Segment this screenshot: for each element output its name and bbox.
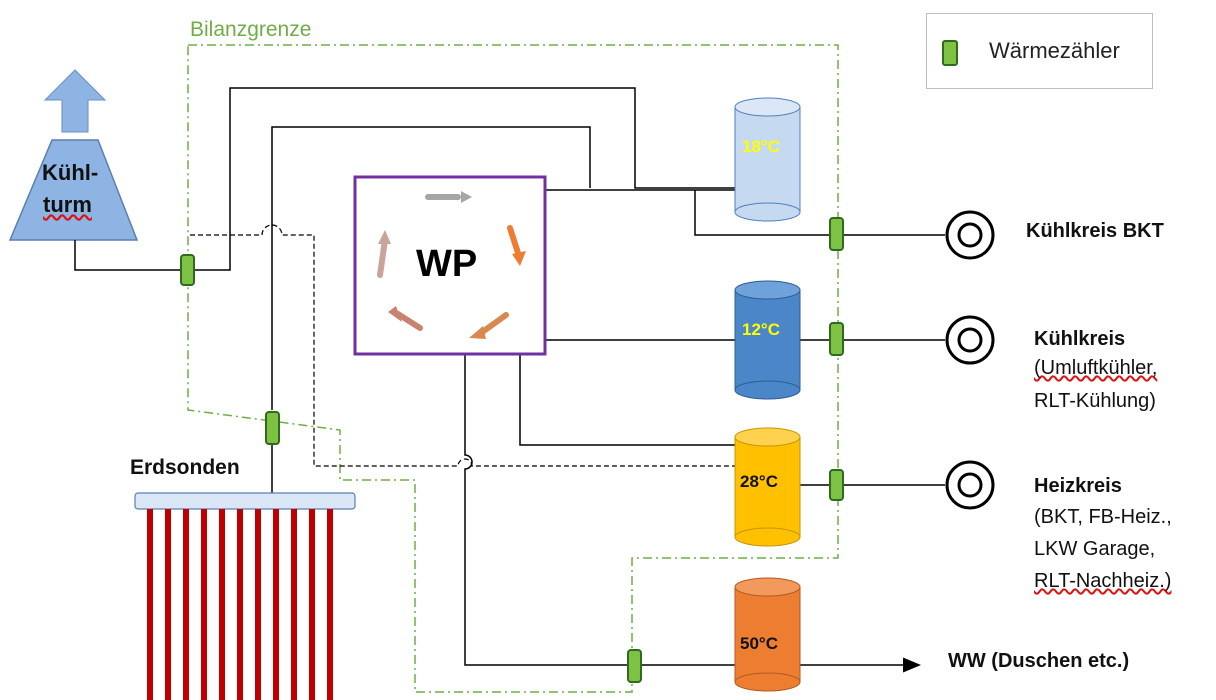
circuit-symbol-icon: [945, 210, 995, 260]
heat-pump-box: [353, 175, 547, 356]
cooling-tower: [8, 69, 139, 241]
cycle-arrows-icon: [377, 191, 526, 339]
tank-temp-12: 12°C: [742, 320, 780, 339]
heat-pump-label: WP: [416, 243, 478, 285]
pipe-18-bkt: [694, 190, 945, 236]
probes-label: Erdsonden: [130, 456, 240, 479]
tank-temp-50: 50°C: [740, 634, 778, 653]
tank-50: [734, 577, 801, 692]
pipe-dashed-bypass: [190, 224, 735, 467]
pipe-outer-loop: [271, 126, 591, 410]
legend-label: Wärmezähler: [989, 38, 1120, 63]
pipe-tower-return: [74, 87, 735, 271]
circuit-symbol-icon: [945, 460, 995, 510]
tank-12: [734, 280, 801, 400]
exhaust-arrow-icon: [43, 69, 107, 133]
heat-meters: [180, 217, 844, 683]
tank-28: [734, 427, 801, 547]
circuit-heating-title: Heizkreis: [1034, 475, 1122, 497]
probe-header: [134, 492, 356, 510]
cooling-tower-label-2: turm: [43, 192, 92, 217]
tank-temp-18: 18°C: [742, 137, 780, 156]
cooling-tower-body: [8, 139, 139, 241]
pipe-wp-ww: [464, 355, 735, 666]
tank-18: [734, 97, 801, 222]
meter-icon: [829, 217, 844, 251]
heat-pump: [353, 175, 547, 356]
probe-rods: [147, 509, 333, 700]
meter-icon: [829, 469, 844, 501]
circuit-heating-line3: RLT-Nachheiz.): [1034, 570, 1172, 592]
circuit-bkt-label: Kühlkreis BKT: [1026, 220, 1164, 242]
meter-icon: [829, 322, 844, 356]
circuit-symbol-icon: [945, 315, 995, 365]
earth-probes: [134, 492, 356, 700]
pipe-wp-28: [519, 355, 735, 446]
circuit-heating-line2: LKW Garage,: [1034, 538, 1156, 560]
circuit-cooling-title: Kühlkreis: [1034, 328, 1126, 350]
meter-icon: [180, 254, 195, 286]
circuit-symbols: [945, 210, 995, 510]
meter-icon: [627, 649, 642, 683]
meter-icon: [942, 40, 958, 66]
legend: Wärmezähler: [926, 13, 1153, 89]
boundary-label: Bilanzgrenze: [190, 18, 312, 41]
circuit-cooling-line2: RLT-Kühlung): [1034, 390, 1156, 412]
circuit-cooling-line1: (Umluftkühler,: [1034, 357, 1158, 379]
tank-temp-28: 28°C: [740, 472, 778, 491]
circuit-heating-line1: (BKT, FB-Heiz.,: [1034, 506, 1172, 528]
ww-label: WW (Duschen etc.): [948, 650, 1130, 672]
cooling-tower-label-1: Kühl-: [42, 160, 99, 185]
meter-icon: [265, 411, 280, 445]
balance-boundary: [187, 44, 839, 693]
